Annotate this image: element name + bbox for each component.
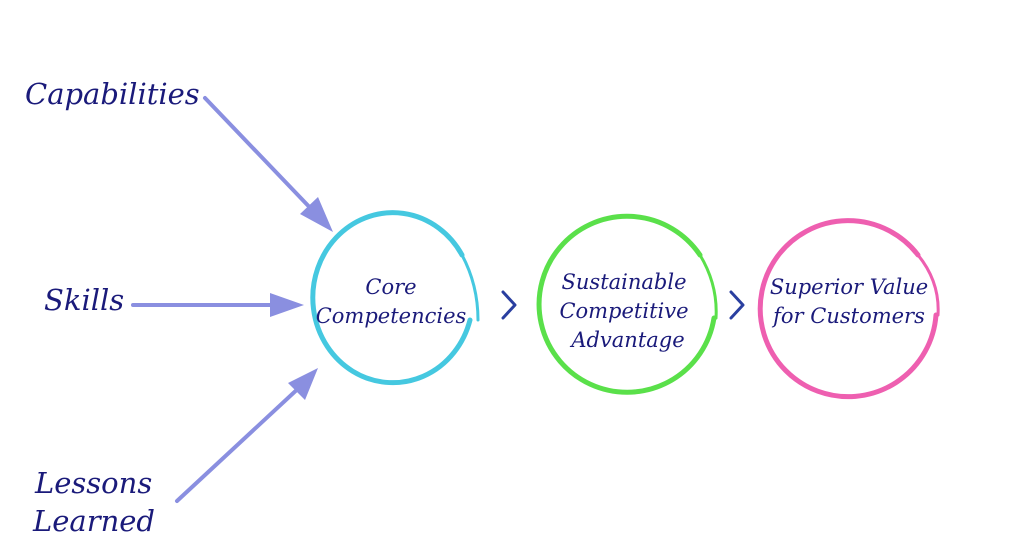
sustainable-line2: Competitive bbox=[559, 299, 688, 323]
chevron-right-icon bbox=[729, 290, 745, 320]
capabilities-arrow bbox=[203, 96, 333, 232]
lessons-learned-arrow bbox=[175, 368, 318, 503]
core-competencies-line2: Competencies bbox=[316, 304, 467, 328]
stage-ring-tail bbox=[460, 253, 480, 322]
capabilities-label: Capabilities bbox=[25, 77, 200, 111]
skills-arrow bbox=[131, 293, 304, 317]
stage-superior-value: Superior Value for Customers bbox=[757, 218, 940, 400]
stage-ring-tail bbox=[916, 253, 940, 317]
superior-value-line1: Superior Value bbox=[770, 275, 928, 299]
stage-sustainable-competitive-advantage: Sustainable Competitive Advantage bbox=[536, 213, 718, 395]
superior-value-line2: for Customers bbox=[771, 304, 925, 328]
lessons-learned-label-line2: Learned bbox=[32, 504, 155, 538]
stage-ring-tail bbox=[698, 253, 718, 320]
core-competencies-line1: Core bbox=[365, 275, 416, 299]
skills-label: Skills bbox=[44, 283, 124, 317]
stage-ring bbox=[310, 210, 473, 386]
stage-core-competencies: Core Competencies bbox=[310, 210, 480, 386]
chevron-right-icon bbox=[501, 290, 517, 320]
lessons-learned-label-line1: Lessons bbox=[34, 466, 152, 500]
stage-ring bbox=[757, 218, 939, 400]
stage-ring bbox=[536, 213, 717, 395]
sustainable-line3: Advantage bbox=[569, 328, 684, 352]
sustainable-line1: Sustainable bbox=[562, 270, 687, 294]
